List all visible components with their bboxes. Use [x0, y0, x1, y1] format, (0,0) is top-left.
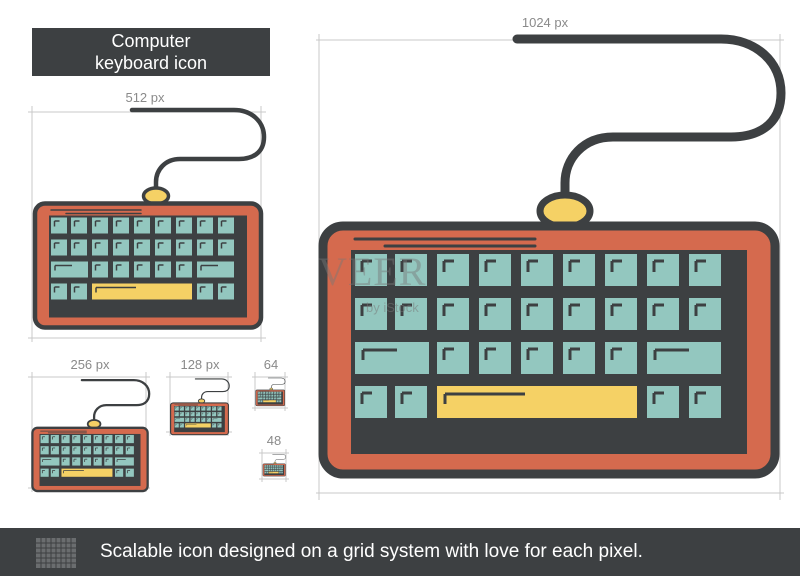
footer-text: Scalable icon designed on a grid system …	[100, 541, 643, 562]
size-label-128: 128 px	[180, 357, 220, 372]
keyboard-icon-512	[35, 110, 264, 328]
keyboard-icon-256	[32, 380, 149, 491]
size-label-512: 512 px	[125, 90, 165, 105]
pixel-grid-icon	[36, 538, 76, 568]
keyboard-icon-48	[263, 454, 286, 476]
watermark-text: VEER	[318, 249, 427, 294]
footer-bar: Scalable icon designed on a grid system …	[0, 528, 800, 576]
size-label-48: 48	[266, 433, 282, 448]
size-label-64: 64	[263, 357, 279, 372]
title-line-2: keyboard icon	[94, 53, 208, 73]
size-label-1024: 1024 px	[521, 15, 569, 30]
icon-artwork	[28, 34, 800, 500]
watermark-subtext: by iStock	[366, 300, 419, 315]
keyboard-icon-128	[171, 379, 230, 435]
title-line-1: Computer	[111, 31, 191, 51]
size-label-256: 256 px	[70, 357, 110, 372]
keyboard-icon-64	[256, 378, 285, 406]
title-box: Computer keyboard icon	[32, 28, 270, 76]
